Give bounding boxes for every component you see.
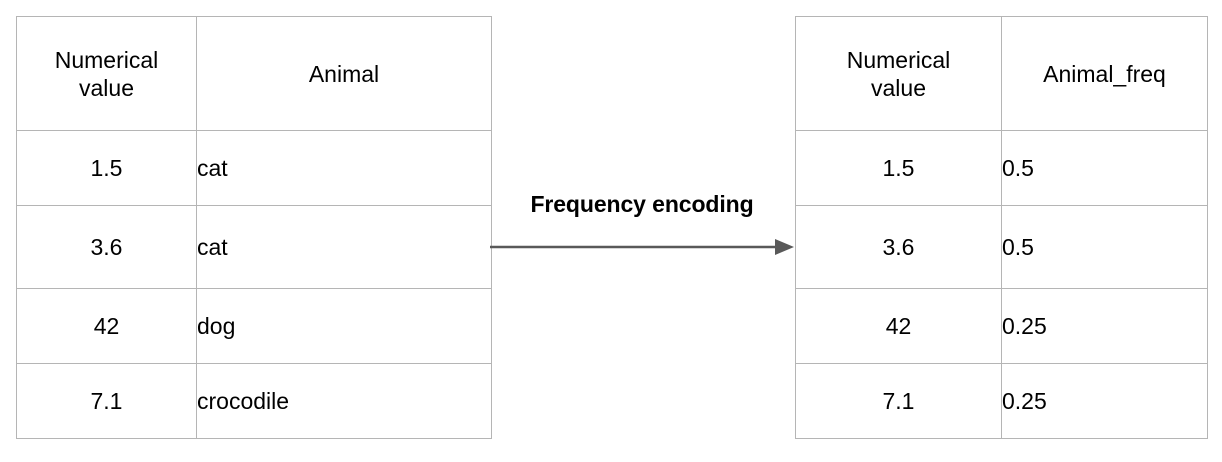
output-data-table: Numerical value Animal_freq 1.5 0.5 3.6 … [795,16,1208,439]
cell-numerical-value: 7.1 [795,363,1002,439]
cell-numerical-value: 42 [16,288,197,364]
cell-animal: dog [196,288,492,364]
cell-numerical-value: 42 [795,288,1002,364]
cell-animal-freq: 0.5 [1001,130,1208,206]
table-row: 7.1 crocodile [16,363,492,439]
column-header-numerical-value: Numerical value [16,16,197,131]
cell-numerical-value: 7.1 [16,363,197,439]
input-data-table: Numerical value Animal 1.5 cat 3.6 cat 4… [16,16,492,439]
transform-arrow-group: Frequency encoding [489,190,795,265]
table-row: 1.5 0.5 [795,130,1208,206]
table-header-row: Numerical value Animal [16,16,492,131]
table-row: 7.1 0.25 [795,363,1208,439]
cell-animal: crocodile [196,363,492,439]
column-header-numerical-value: Numerical value [795,16,1002,131]
right-arrow-icon [490,239,794,255]
cell-numerical-value: 3.6 [795,205,1002,289]
cell-animal-freq: 0.5 [1001,205,1208,289]
table-row: 1.5 cat [16,130,492,206]
column-header-animal: Animal [196,16,492,131]
cell-animal-freq: 0.25 [1001,363,1208,439]
table-header-row: Numerical value Animal_freq [795,16,1208,131]
cell-animal: cat [196,205,492,289]
cell-numerical-value: 3.6 [16,205,197,289]
column-header-animal-freq: Animal_freq [1001,16,1208,131]
cell-animal: cat [196,130,492,206]
table-row: 3.6 0.5 [795,205,1208,289]
cell-animal-freq: 0.25 [1001,288,1208,364]
table-row: 3.6 cat [16,205,492,289]
cell-numerical-value: 1.5 [16,130,197,206]
arrow-label: Frequency encoding [530,191,754,217]
cell-numerical-value: 1.5 [795,130,1002,206]
table-row: 42 0.25 [795,288,1208,364]
table-row: 42 dog [16,288,492,364]
